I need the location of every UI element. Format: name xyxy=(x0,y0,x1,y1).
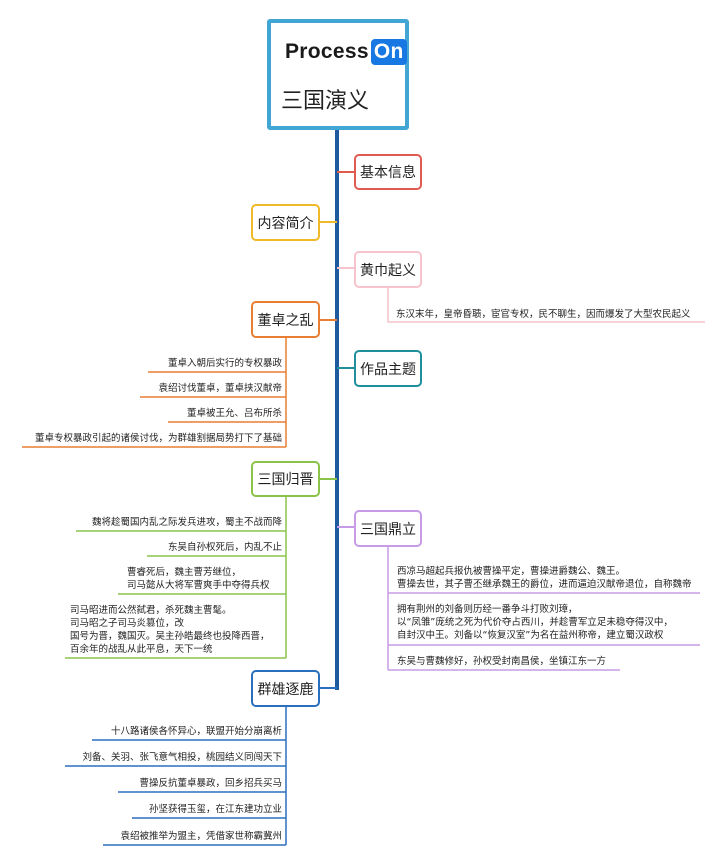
node-warlords[interactable]: 群雄逐鹿 xyxy=(251,670,320,707)
dongzhuo-item: 董卓被王允、吕布所杀 xyxy=(186,408,282,419)
yellow-turban-underline xyxy=(387,288,705,323)
dongzhuo-item: 董卓入朝后实行的专权暴政 xyxy=(167,358,282,369)
dongzhuo-item: 董卓专权暴政引起的诸侯讨伐，为群雄割据局势打下了基础 xyxy=(34,433,282,444)
jin-item-line: 国号为晋，魏国灭。吴主孙皓最终也投降西晋， xyxy=(70,631,270,642)
node-basic-info[interactable]: 基本信息 xyxy=(354,154,422,190)
warlords-item: 曹操反抗董卓暴政，回乡招兵买马 xyxy=(139,778,282,789)
node-jin[interactable]: 三国归晋 xyxy=(251,461,320,497)
three-kingdoms-underlines xyxy=(387,547,700,671)
root-title: 三国演义 xyxy=(281,89,370,114)
three-kingdoms-line: 以“凤雏”庞统之死为代价夺占西川，并趁曹军立足未稳夺得汉中， xyxy=(397,617,673,628)
three-kingdoms-item: 拥有荆州的刘备则历经一番争斗打败刘璋， 以“凤雏”庞统之死为代价夺占西川，并趁曹… xyxy=(397,603,673,642)
warlords-item: 十八路诸侯各怀异心，联盟开始分崩离析 xyxy=(110,726,282,737)
three-kingdoms-line: 自封汉中王。刘备以“恢复汉室”为名在益州称帝，建立蜀汉政权 xyxy=(397,630,664,641)
jin-item-line: 百余年的战乱从此平息，天下一统 xyxy=(70,644,213,655)
node-dongzhuo[interactable]: 董卓之乱 xyxy=(251,301,320,338)
three-kingdoms-line: 东吴与曹魏修好，孙权受封南昌侯，坐镇江东一方 xyxy=(397,656,607,667)
node-summary[interactable]: 内容简介 xyxy=(251,204,320,241)
warlords-underlines xyxy=(65,706,287,846)
dongzhuo-underlines xyxy=(22,338,287,448)
jin-item-line: 司马昭之子司马炎篡位，改 xyxy=(70,618,185,629)
brand-name: Process xyxy=(285,40,369,63)
dongzhuo-item: 袁绍讨伐董卓，董卓挟汉献帝 xyxy=(158,383,282,394)
three-kingdoms-item: 东吴与曹魏修好，孙权受封南昌侯，坐镇江东一方 xyxy=(397,655,606,668)
jin-item-line: 司马懿从大将军曹爽手中夺得兵权 xyxy=(127,580,270,591)
jin-item: 魏将趁蜀国内乱之际发兵进攻，蜀主不战而降 xyxy=(91,517,282,528)
node-yellow-turban[interactable]: 黄巾起义 xyxy=(354,251,422,288)
three-kingdoms-line: 西凉马超起兵报仇被曹操平定，曹操进爵魏公、魏王。 xyxy=(397,566,626,577)
jin-item-multiline: 曹睿死后，魏主曹芳继位， 司马懿从大将军曹爽手中夺得兵权 xyxy=(127,566,270,592)
three-kingdoms-line: 拥有荆州的刘备则历经一番争斗打败刘璋， xyxy=(397,604,578,615)
warlords-item: 刘备、关羽、张飞意气相投，桃园结义同闯天下 xyxy=(82,752,282,763)
warlords-item: 孙坚获得玉玺，在江东建功立业 xyxy=(148,804,282,815)
jin-item-line: 曹睿死后，魏主曹芳继位， xyxy=(127,567,242,578)
jin-item: 东吴自孙权死后，内乱不止 xyxy=(167,542,282,553)
node-theme[interactable]: 作品主题 xyxy=(354,350,422,387)
brand-badge: On xyxy=(370,39,407,65)
jin-underlines xyxy=(65,497,287,659)
warlords-item: 袁绍被推举为盟主，凭借家世称霸冀州 xyxy=(120,831,282,842)
jin-item-multiline: 司马昭进而公然弑君，杀死魏主曹髦。 司马昭之子司马炎篡位，改 国号为晋，魏国灭。… xyxy=(70,604,270,656)
node-three-kingdoms[interactable]: 三国鼎立 xyxy=(354,510,422,547)
three-kingdoms-line: 曹操去世，其子曹丕继承魏王的爵位，进而逼迫汉献帝退位，自称魏帝 xyxy=(397,579,692,590)
jin-item-line: 司马昭进而公然弑君，杀死魏主曹髦。 xyxy=(70,605,232,616)
three-kingdoms-item: 西凉马超起兵报仇被曹操平定，曹操进爵魏公、魏王。 曹操去世，其子曹丕继承魏王的爵… xyxy=(397,565,692,591)
yellow-turban-item: 东汉末年，皇帝昏聩，宦官专权，民不聊生，因而爆发了大型农民起义 xyxy=(396,309,691,320)
